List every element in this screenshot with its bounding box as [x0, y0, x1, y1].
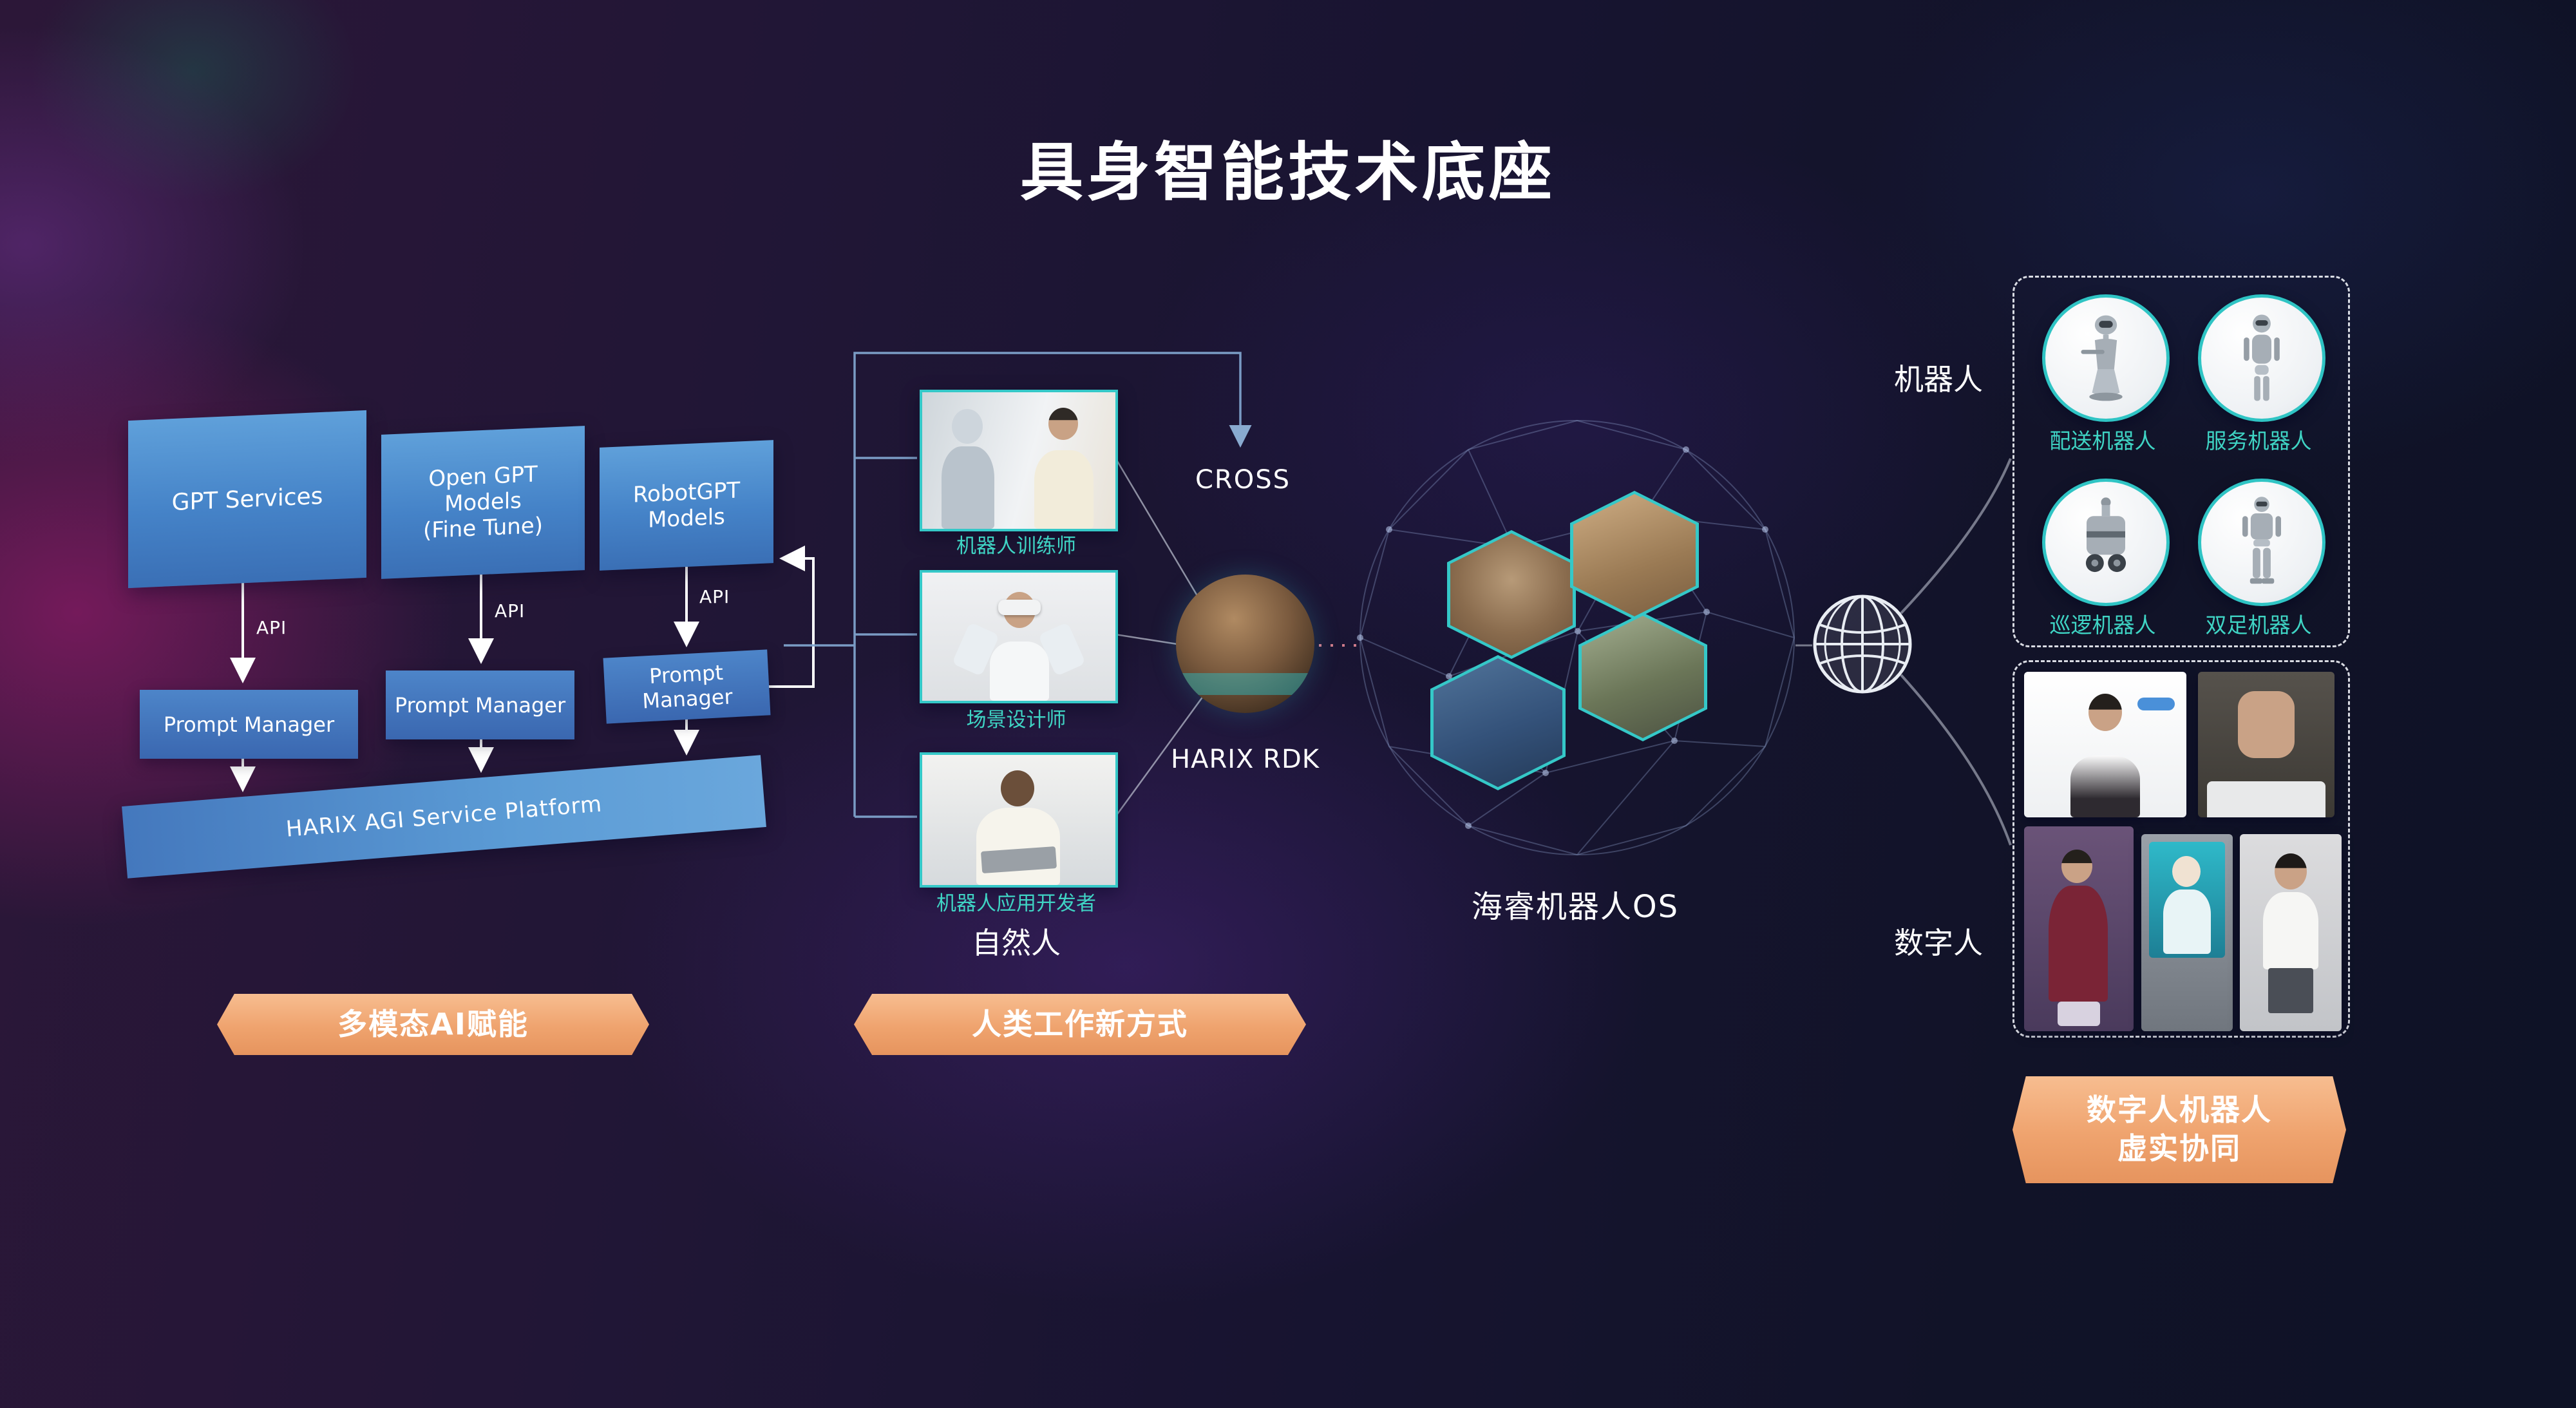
banner-multimodal-ai: 多模态AI赋能 — [217, 994, 649, 1055]
kiosk-hostess-head — [2061, 850, 2092, 883]
prompt-manager-label-2: Prompt Manager — [394, 692, 566, 718]
prompt-manager-box-1: Prompt Manager — [140, 690, 358, 759]
designer-figure — [990, 642, 1049, 701]
kiosk-hostess-body — [2049, 886, 2108, 1002]
robot-circle-patrol — [2042, 479, 2170, 606]
bipedal-robot-icon — [2242, 497, 2281, 584]
digital-human-child — [2240, 834, 2342, 1031]
robot-figure — [942, 446, 994, 529]
open-gpt-models-box: Open GPT Models (Fine Tune) — [381, 426, 585, 579]
kiosk-screen-avatar-body — [2163, 890, 2211, 954]
globe-icon — [1813, 595, 1912, 694]
banner-virtual-real-synergy-label: 数字人机器人 虚实协同 — [2087, 1092, 2272, 1166]
screen-woman-head — [2088, 694, 2122, 731]
api-label-3: API — [699, 586, 730, 607]
screen-ui-chip — [2137, 698, 2175, 710]
digital-human-group-label: 数字人 — [1894, 926, 1983, 960]
trainer-figure-head — [1048, 408, 1078, 440]
os-hexagon-green-room-image — [1582, 616, 1704, 738]
os-hexagon-industrial-image — [1434, 658, 1562, 787]
banner-multimodal-ai-label: 多模态AI赋能 — [337, 1006, 529, 1042]
service-robot-icon — [2244, 314, 2280, 401]
kiosk-hostess-stand — [2058, 1002, 2100, 1026]
banner-human-work: 人类工作新方式 — [854, 994, 1306, 1055]
caption-patrol-robot: 巡逻机器人 — [2049, 613, 2156, 638]
photo-scene-designer — [920, 570, 1118, 703]
api-arrows — [230, 546, 815, 792]
prompt-manager-label-1: Prompt Manager — [163, 712, 335, 737]
os-sphere-nodes — [1357, 446, 1768, 829]
developer-figure-head — [1001, 770, 1034, 806]
feedback-loop-arrow — [769, 546, 815, 688]
digital-human-dashed-box — [2012, 660, 2350, 1038]
caption-scene-designer: 场景设计师 — [966, 709, 1066, 732]
prompt-manager-box-3: Prompt Manager — [603, 649, 771, 724]
robots-dashed-box — [2012, 276, 2350, 647]
robot-circle-delivery — [2042, 294, 2170, 422]
robotgpt-models-box: RobotGPT Models — [600, 440, 773, 571]
gpt-services-box: GPT Services — [128, 410, 366, 589]
api-label-1: API — [256, 617, 287, 638]
robot-circle-service — [2198, 294, 2325, 422]
banner-virtual-real-synergy: 数字人机器人 虚实协同 — [2012, 1076, 2346, 1183]
os-hexagon-wood-room-image — [1573, 494, 1696, 616]
digital-human-kiosk-screen — [2141, 834, 2233, 1031]
os-label: 海睿机器人OS — [1471, 889, 1680, 925]
caption-app-developer: 机器人应用开发者 — [936, 892, 1096, 915]
os-hexagon-showroom-image — [1450, 533, 1573, 656]
screen-woman-body — [2070, 756, 2140, 817]
laptop-man-laptop — [2207, 781, 2325, 817]
photo-robot-trainer — [920, 390, 1118, 531]
os-hexagon-green-room — [1578, 613, 1707, 741]
os-sphere — [1359, 419, 1795, 856]
digital-human-laptop-man — [2198, 672, 2334, 817]
laptop-man-face — [2238, 691, 2295, 758]
patrol-robot-icon — [2085, 497, 2126, 573]
caption-delivery-robot: 配送机器人 — [2049, 428, 2156, 453]
kiosk-screen-avatar-head — [2172, 856, 2201, 887]
human-connectors — [784, 352, 1252, 818]
child-shirt — [2263, 892, 2318, 969]
open-gpt-models-label: Open GPT Models (Fine Tune) — [423, 461, 543, 544]
vr-headset — [998, 600, 1041, 615]
api-label-2: API — [495, 600, 526, 622]
child-head — [2275, 853, 2307, 890]
caption-service-robot: 服务机器人 — [2205, 428, 2312, 453]
globe-branch-curves — [1900, 458, 2012, 846]
robotgpt-models-label: RobotGPT Models — [632, 477, 741, 533]
digital-human-kiosk-hostess — [2024, 826, 2134, 1031]
cross-label: CROSS — [1195, 465, 1291, 495]
robot-circle-bipedal — [2198, 479, 2325, 606]
prompt-manager-label-3: Prompt Manager — [641, 660, 734, 714]
gpt-services-label: GPT Services — [171, 482, 323, 516]
caption-robot-trainer: 机器人训练师 — [956, 535, 1076, 558]
os-hexagon-industrial — [1430, 655, 1566, 790]
photo-rdk-lines — [1114, 457, 1213, 817]
prompt-manager-box-2: Prompt Manager — [386, 671, 574, 739]
harix-agi-platform-label: HARIX AGI Service Platform — [285, 791, 603, 842]
trainer-figure — [1034, 450, 1094, 529]
rdk-label: HARIX RDK — [1171, 745, 1320, 774]
rdk-node-ui-strip — [1176, 673, 1314, 695]
digital-human-screen-woman — [2024, 672, 2186, 817]
robots-group-label: 机器人 — [1894, 362, 1983, 397]
banner-human-work-label: 人类工作新方式 — [972, 1006, 1188, 1042]
rdk-node-image — [1176, 575, 1314, 713]
robot-figure-head — [952, 409, 983, 444]
photo-app-developer — [920, 752, 1118, 888]
caption-bipedal-robot: 双足机器人 — [2205, 613, 2312, 638]
child-skirt — [2268, 968, 2313, 1013]
page-title: 具身智能技术底座 — [1019, 136, 1556, 209]
delivery-robot-icon — [2081, 315, 2123, 401]
natural-person-label: 自然人 — [972, 926, 1061, 960]
